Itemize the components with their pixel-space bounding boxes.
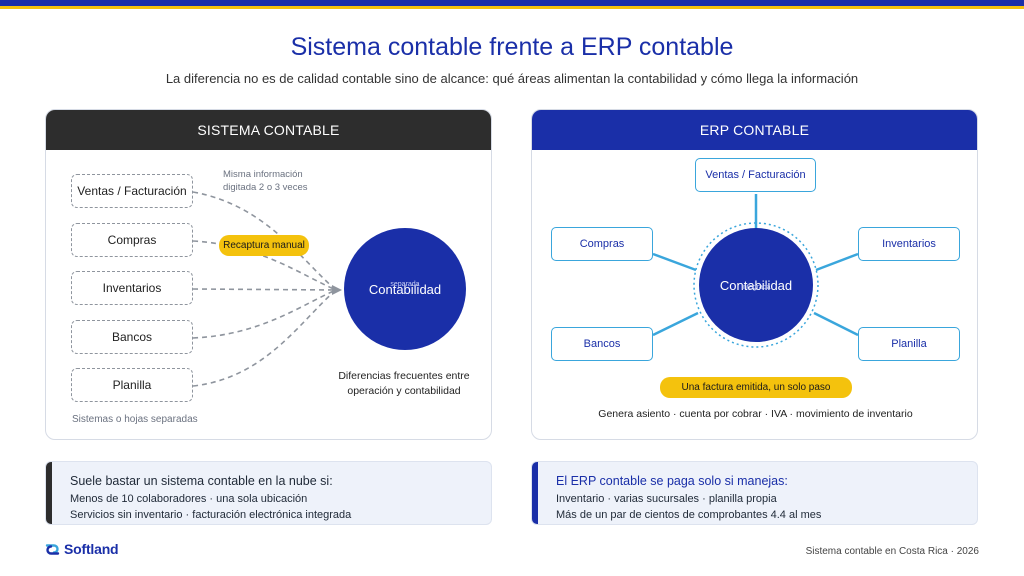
- link-inventarios: [815, 252, 859, 272]
- cloud-accounting-callout: Suele bastar un sistema contable en la n…: [45, 461, 492, 525]
- arrow-head: [332, 285, 342, 295]
- contabilidad-circle: Contabilidad: [344, 228, 466, 350]
- erp-contable-heading: ERP CONTABLE: [532, 110, 977, 150]
- recaptura-manual-pill: Recaptura manual: [219, 235, 309, 256]
- recapture-lines: [192, 191, 342, 387]
- line-inventarios: [192, 288, 337, 291]
- module-bancos: Bancos: [551, 327, 653, 361]
- duplicate-entry-note: Misma información digitada 2 o 3 veces: [223, 169, 308, 193]
- sistema-contable-panel: SISTEMA CONTABLE Ventas / Facturación Co…: [45, 109, 492, 440]
- erp-callout-title: El ERP contable se paga solo si manejas:: [556, 474, 788, 488]
- erp-contable-panel: ERP CONTABLE Ventas / Facturación Compra…: [531, 109, 978, 440]
- page-title: Sistema contable frente a ERP contable: [290, 33, 734, 61]
- single-step-pill: Una factura emitida, un solo paso: [660, 377, 852, 398]
- module-ventas-facturacion: Ventas / Facturación: [695, 158, 816, 192]
- erp-effects-caption: Genera asiento · cuenta por cobrar · IVA…: [598, 408, 913, 420]
- erp-callout-line-1: Inventario · varias sucursales · planill…: [556, 493, 777, 505]
- separate-systems-footnote: Sistemas o hojas separadas: [72, 414, 198, 425]
- line-bancos: [192, 289, 337, 339]
- link-planilla: [813, 311, 859, 337]
- cloud-callout-line-1: Menos de 10 colaboradores · una sola ubi…: [70, 493, 308, 505]
- differences-caption: Diferencias frecuentes entre operación y…: [338, 370, 470, 397]
- contabilidad-integrada-sublabel: integrada: [741, 284, 771, 291]
- contabilidad-sublabel: separada: [390, 281, 420, 288]
- top-brand-bar: [0, 0, 1024, 6]
- source-inventarios: Inventarios: [71, 271, 193, 305]
- page-subtitle: La diferencia no es de calidad contable …: [165, 71, 859, 86]
- softland-logo-text: Softland: [64, 541, 119, 557]
- sistema-contable-heading: SISTEMA CONTABLE: [46, 110, 491, 150]
- contabilidad-integrada-circle: Contabilidad: [699, 228, 813, 342]
- erp-callout-line-2: Más de un par de cientos de comprobantes…: [556, 509, 822, 521]
- contabilidad-integrada-label: Contabilidad: [719, 277, 793, 293]
- source-planilla: Planilla: [71, 368, 193, 402]
- contabilidad-label: Contabilidad: [368, 281, 442, 297]
- footer-caption: Sistema contable en Costa Rica · 2026: [805, 546, 979, 557]
- softland-logo: Softland: [45, 541, 119, 557]
- module-inventarios: Inventarios: [858, 227, 960, 261]
- top-accent-bar: [0, 6, 1024, 9]
- line-planilla: [192, 289, 337, 387]
- erp-callout: El ERP contable se paga solo si manejas:…: [531, 461, 978, 525]
- link-bancos: [652, 311, 699, 337]
- module-planilla: Planilla: [858, 327, 960, 361]
- source-ventas-facturacion: Ventas / Facturación: [71, 174, 193, 208]
- cloud-callout-title: Suele bastar un sistema contable en la n…: [70, 474, 333, 488]
- line-compras: [192, 240, 337, 291]
- softland-logo-icon: [45, 543, 60, 555]
- callout-accent-blue: [532, 462, 538, 524]
- link-compras: [652, 252, 697, 272]
- source-compras: Compras: [71, 223, 193, 257]
- source-bancos: Bancos: [71, 320, 193, 354]
- integration-lines: [652, 194, 859, 348]
- cloud-callout-line-2: Servicios sin inventario · facturación e…: [70, 509, 352, 521]
- callout-accent-dark: [46, 462, 52, 524]
- module-compras: Compras: [551, 227, 653, 261]
